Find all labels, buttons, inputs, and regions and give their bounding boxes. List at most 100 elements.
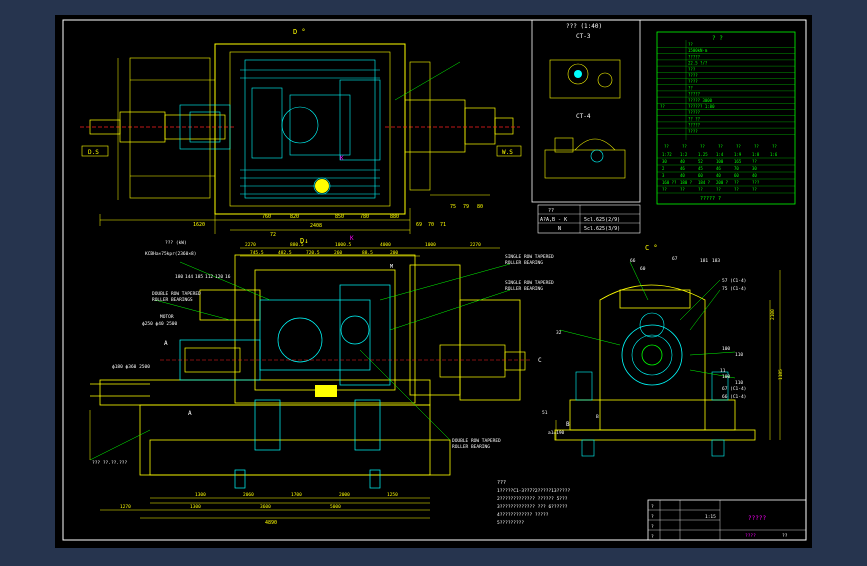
front-view: D↓ bbox=[89, 237, 554, 526]
spec-grid-cell: ?? bbox=[716, 187, 721, 192]
spec-table-footer: ????? ? bbox=[700, 196, 721, 202]
section-mark-m: M bbox=[390, 264, 393, 270]
spec-table: ? ? ??1500kN·m?????22.5 ?/??????????????… bbox=[656, 31, 796, 205]
spec-grid-head: ?? bbox=[772, 144, 777, 149]
front-marker bbox=[315, 385, 337, 397]
ws-label: W.S bbox=[502, 149, 513, 156]
spec-row-value: ????? 3000 bbox=[688, 98, 713, 103]
side-label: B bbox=[596, 414, 599, 420]
top-ref-71: 71 bbox=[440, 222, 446, 228]
side-a1: a1=190 bbox=[548, 430, 565, 436]
side-label: 11 bbox=[720, 368, 726, 374]
top-ref-75: 75 bbox=[450, 204, 456, 210]
spec-row-value: ?? bbox=[688, 42, 693, 47]
note-line-2: 2????????????? ?????? 5??? bbox=[497, 496, 568, 502]
spec-row-value: ?? ?? bbox=[688, 116, 701, 121]
spec-grid-cell: 2 bbox=[662, 166, 665, 171]
top-ref-70: 70 bbox=[428, 222, 434, 228]
front-housing bbox=[90, 254, 521, 476]
top-dim-7: 780 bbox=[360, 214, 369, 220]
front-sub-dim: 720.5 bbox=[306, 250, 320, 256]
side-gear-hub bbox=[641, 344, 663, 366]
title-block-sheet: ?? bbox=[782, 533, 788, 539]
top-dim-6: 850 bbox=[335, 214, 344, 220]
front-note-1: ??? (kW) bbox=[165, 240, 187, 246]
spec-grid-head: ?? bbox=[754, 144, 759, 149]
spec-grid-cell: ?? bbox=[734, 180, 739, 185]
side-gear-large bbox=[621, 324, 683, 386]
small-spec-table: ?? A?A,B - K 5cl.625(2/9) N 5cl.625(3/9) bbox=[537, 204, 641, 234]
spec-grid-cell: 40 bbox=[680, 159, 685, 164]
front-note-3: DOUBLE ROW TAPERED bbox=[152, 291, 201, 297]
front-bottom-dim: 5000 bbox=[330, 504, 341, 510]
front-top-dim: 1000 bbox=[425, 242, 436, 248]
side-label: 67 bbox=[672, 256, 678, 262]
spec-grid-cell: 46 bbox=[680, 166, 685, 171]
side-label: 100 bbox=[722, 374, 730, 380]
spec-grid-cell: ?? bbox=[698, 187, 703, 192]
front-part-number: 120 bbox=[215, 274, 223, 280]
side-label: 60 bbox=[640, 266, 646, 272]
ct4-hub bbox=[590, 149, 604, 163]
front-part-number: 180 bbox=[175, 274, 183, 280]
top-left-coupling bbox=[179, 104, 231, 150]
spec-grid-cell: 200 ? bbox=[716, 180, 729, 185]
side-label: 110 bbox=[735, 352, 743, 358]
front-sub-dim: 200 bbox=[390, 250, 398, 256]
side-height-1: 1185 bbox=[778, 369, 784, 380]
spec-grid-head: ?? bbox=[664, 144, 669, 149]
ds-label: D.S bbox=[88, 149, 99, 156]
title-block-name: ????? bbox=[748, 515, 766, 522]
front-sub-dim: 88.5 bbox=[362, 250, 373, 256]
side-label: 51 bbox=[542, 410, 548, 416]
spec-grid-cell: 30 bbox=[662, 159, 667, 164]
spec-grid-cell: 1:2 bbox=[680, 152, 688, 157]
side-label: 110 bbox=[735, 380, 743, 386]
front-note-13: ф180 ф360 2500 bbox=[112, 364, 150, 370]
spec-row-value: ????? bbox=[688, 110, 701, 115]
side-leaders bbox=[559, 261, 736, 379]
small-table-r2c1: 5cl.625(3/9) bbox=[584, 226, 620, 232]
top-right-shaft bbox=[385, 99, 520, 153]
top-dim-5: 820 bbox=[290, 214, 299, 220]
front-bottom-dim: 1270 bbox=[120, 504, 131, 510]
spec-grid-cell: 30 bbox=[752, 166, 757, 171]
technical-notes: ??? 1?????C1-3??7?2?????13????? 2???????… bbox=[497, 480, 570, 526]
ground-note: ??? ??.??.??? bbox=[92, 460, 128, 466]
front-part-number: 16 bbox=[225, 274, 231, 280]
title-block: ????? ???? ? ? ? ? 1:15 ?? bbox=[647, 499, 807, 541]
notes-title: ??? bbox=[497, 480, 506, 486]
front-total-dim: 4890 bbox=[265, 520, 277, 526]
front-note-8: ROLLER BEARING bbox=[505, 286, 543, 292]
front-part-number: 185 bbox=[195, 274, 203, 280]
front-top-dim: 2270 bbox=[245, 242, 256, 248]
spec-grid-cell: 1:4 bbox=[716, 152, 724, 157]
front-bottom-dim: 2000 bbox=[339, 492, 350, 498]
ds-box bbox=[81, 145, 109, 157]
side-feet bbox=[575, 371, 729, 457]
top-view-label: D ° bbox=[293, 28, 306, 36]
spec-row-value: ???? bbox=[688, 79, 698, 84]
title-block-row-2: ? bbox=[651, 514, 654, 520]
ct3-drawing bbox=[549, 59, 621, 99]
front-part-number: 144 bbox=[185, 274, 193, 280]
top-dim-4: 760 bbox=[262, 214, 271, 220]
spec-row-value: ???? bbox=[688, 129, 698, 134]
side-label: 66 (C1-4) bbox=[722, 394, 746, 400]
front-note-4: ROLLER BEARINGS bbox=[152, 297, 193, 303]
front-bottom-dim: 1300 bbox=[195, 492, 206, 498]
spec-row-label: ?? bbox=[660, 104, 665, 109]
section-mark-a1: A bbox=[164, 340, 168, 347]
side-gear-small bbox=[639, 312, 665, 338]
spec-grid-cell: 40 bbox=[752, 173, 757, 178]
top-dim-3: 2408 bbox=[310, 223, 322, 229]
front-note-10: ROLLER BEARING bbox=[452, 444, 490, 450]
spec-row-value: ?? bbox=[688, 85, 693, 90]
front-sub-dim: 745.5 bbox=[250, 250, 264, 256]
top-left-shaft bbox=[80, 111, 235, 143]
